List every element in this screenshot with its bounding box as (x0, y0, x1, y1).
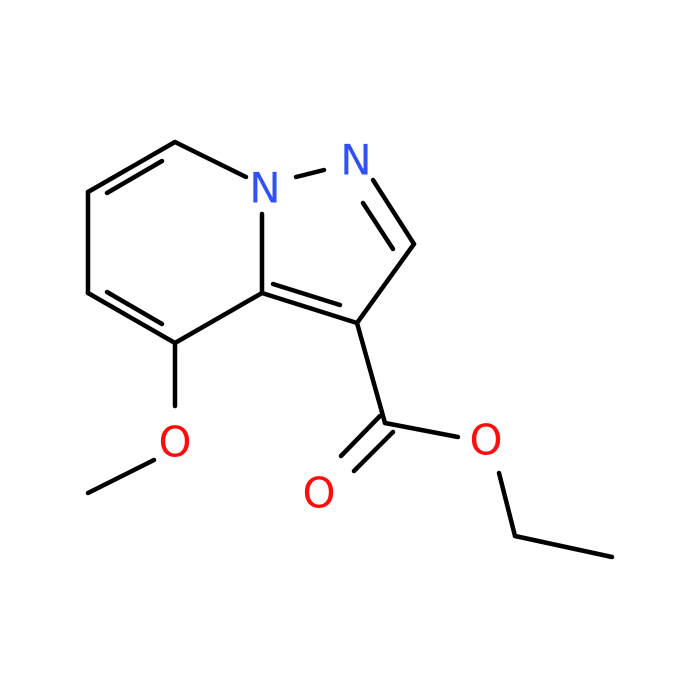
n-pyrazole-label: N (340, 136, 371, 185)
bond-c7-c6 (85, 139, 178, 195)
o-ester-label: O (469, 416, 502, 465)
bond-n2-c2 (370, 177, 417, 247)
bond-carbonyl-c-o-double-a (338, 413, 383, 459)
bond-carbonyl-c-o-ester (382, 420, 461, 440)
bond-carbonyl-c-o-double-b (351, 429, 396, 474)
bond-c4-c3a (172, 290, 265, 346)
bond-c3-c3a-inner (270, 281, 343, 308)
o-methoxy-label: O (158, 418, 191, 467)
bond-c5-c4 (85, 290, 178, 346)
bond-o-methyl (85, 457, 157, 496)
bond-c5-c4-inner (104, 289, 165, 327)
bond-c7-c6-inner (104, 158, 165, 196)
bond-n-c7 (172, 139, 249, 180)
bond-c3-c3a (259, 290, 360, 326)
o-carbonyl-label: O (302, 469, 335, 518)
bond-c2-c3 (354, 241, 417, 326)
bond-n2-c2-inner (360, 200, 396, 252)
bond-o-ethyl-ch2 (496, 470, 518, 539)
bond-n-n (293, 167, 327, 180)
bond-ethyl-ch2-ch3 (512, 533, 615, 560)
bond-c3-carbonyl-c (354, 320, 388, 426)
n-pyridine-label: N (249, 164, 280, 213)
